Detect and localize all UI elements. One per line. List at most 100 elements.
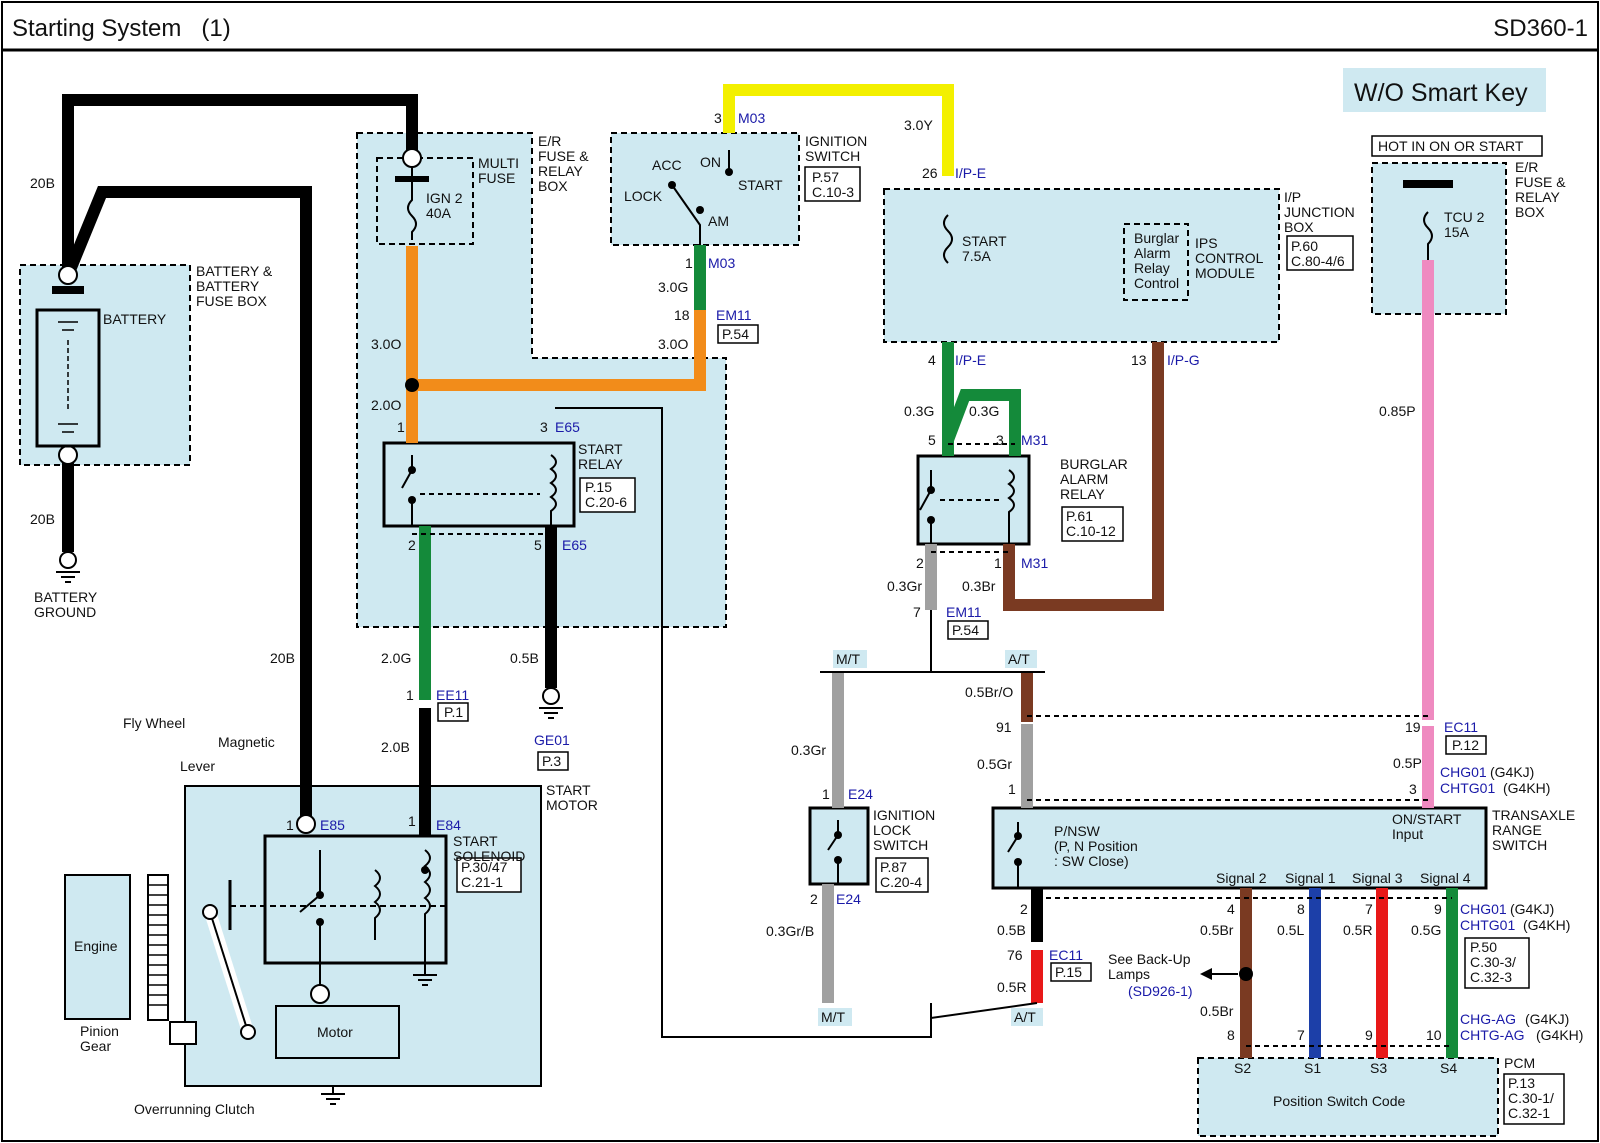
pin-3-start-relay: 3: [540, 419, 548, 435]
motor-block: [275, 1005, 400, 1059]
text-line: FUSE &: [1515, 174, 1566, 190]
position-switch-code: Position Switch Code: [1273, 1093, 1406, 1109]
thin-wires: [412, 407, 1452, 1047]
text-line: BATTERY: [196, 278, 260, 294]
wire-label-05g: 0.5G: [1411, 922, 1441, 938]
ignition-switch-box: [610, 132, 800, 246]
pin-5-relay: 5: [928, 432, 936, 448]
wire-20b-top: [62, 94, 418, 275]
text-line: Lamps: [1108, 966, 1150, 982]
wire-label-03g-b: 0.3G: [969, 403, 999, 419]
conn-chtg01-top: CHTG01: [1440, 780, 1495, 796]
text-line: C.80-4/6: [1291, 253, 1345, 269]
splice-dot: [405, 378, 419, 392]
engine-label: Engine: [74, 938, 118, 954]
text-line: MODULE: [1195, 265, 1255, 281]
conn-e65-top: E65: [555, 419, 580, 435]
text-line: START: [962, 233, 1007, 249]
text-line: E/R: [538, 133, 561, 149]
text-line: : SW Close): [1054, 853, 1129, 869]
text-line: P.60: [1291, 238, 1318, 254]
wire-label-05l: 0.5L: [1277, 922, 1304, 938]
conn-ipe-top: I/P-E: [955, 165, 986, 181]
text-line: C.21-1: [461, 874, 503, 890]
text-line: P.15: [585, 479, 612, 495]
text-line: C.32-3: [1470, 969, 1512, 985]
burglar-control-box: [1123, 223, 1189, 301]
text-line: P.50: [1470, 939, 1497, 955]
signal-1-label: Signal 1: [1285, 870, 1336, 886]
e85-terminal: [296, 814, 316, 834]
text-line: Control: [1134, 275, 1179, 291]
pin-76: 76: [1007, 947, 1023, 963]
pin-1-m03: 1: [685, 255, 693, 271]
text-line: START: [578, 441, 623, 457]
text-line: IGN 2: [426, 190, 463, 206]
mt-tag-bot: M/T: [821, 1009, 846, 1025]
signal-3-label: Signal 3: [1352, 870, 1403, 886]
option-badge-bg: [1343, 68, 1546, 112]
wire-0-3g-b: [942, 389, 1021, 456]
conn-m03-bot: M03: [708, 255, 735, 271]
conn-e85: E85: [320, 817, 345, 833]
wire-label-05r-at: 0.5R: [997, 979, 1027, 995]
text-line: P.87: [880, 859, 907, 875]
fly-wheel-label: Fly Wheel: [123, 715, 185, 731]
text-line: BATTERY: [34, 589, 98, 605]
text-line: TRANSAXLE: [1492, 807, 1575, 823]
multi-fuse-box: [376, 157, 474, 245]
text-line: RELAY: [1060, 486, 1106, 502]
pcm-pin-s1: S1: [1304, 1060, 1321, 1076]
text-line: CONTROL: [1195, 250, 1264, 266]
pin-18-em11: 18: [674, 307, 690, 323]
text-line: C.10-3: [812, 184, 854, 200]
wire-label-03br: 0.3Br: [962, 578, 996, 594]
conn-ee11: EE11: [436, 687, 469, 703]
conn-ec11-a: EC11: [1444, 719, 1478, 735]
pin-7-sig: 7: [1365, 901, 1373, 917]
wire-label-05bro: 0.5Br/O: [965, 684, 1013, 700]
mt-tag-bot-bg: [818, 1008, 852, 1026]
conn-em11-a-ref: P.54: [722, 326, 749, 342]
text-line: P.13: [1508, 1075, 1535, 1091]
text-line: P/NSW: [1054, 823, 1101, 839]
at-tag-bot-bg: [1011, 1008, 1043, 1026]
at-tag-top: A/T: [1008, 651, 1030, 667]
pin-7-em11: 7: [913, 604, 921, 620]
er-fuse-box-2: [1371, 162, 1507, 315]
pin-4-ipe: 4: [928, 352, 936, 368]
signal-2-label: Signal 2: [1216, 870, 1267, 886]
text-line: C.10-12: [1066, 523, 1116, 539]
battery-bar: [52, 286, 84, 294]
wire-label-30o-a: 3.0O: [371, 336, 401, 352]
text-line: Relay: [1134, 260, 1170, 276]
pcm-label: PCM: [1504, 1055, 1535, 1071]
text-line: BATTERY &: [196, 263, 273, 279]
text-line: Burglar: [1134, 230, 1179, 246]
pin-labels: 3 1 18 26 4 13 5 3 2 1 7 1 3 2 5 1 1 1 1…: [286, 110, 1442, 1043]
pin-7-pcm: 7: [1297, 1027, 1305, 1043]
conn-e24-bot: E24: [836, 891, 861, 907]
text-line: C.20-4: [880, 874, 922, 890]
pin-91: 91: [996, 719, 1012, 735]
conn-chg01-bot: CHG01: [1460, 901, 1507, 917]
wire-label-20b-mid: 20B: [270, 650, 295, 666]
relay-internals: [204, 150, 1019, 1034]
battery-plates: [58, 321, 78, 433]
text-line: C.30-1/: [1508, 1090, 1554, 1106]
at-tag-bot: A/T: [1014, 1009, 1036, 1025]
pcm-pin-s4: S4: [1440, 1060, 1457, 1076]
text-line: P.61: [1066, 508, 1093, 524]
text-line: Input: [1392, 826, 1423, 842]
motor-label: Motor: [317, 1024, 353, 1040]
battery-negative-terminal: [58, 445, 78, 465]
